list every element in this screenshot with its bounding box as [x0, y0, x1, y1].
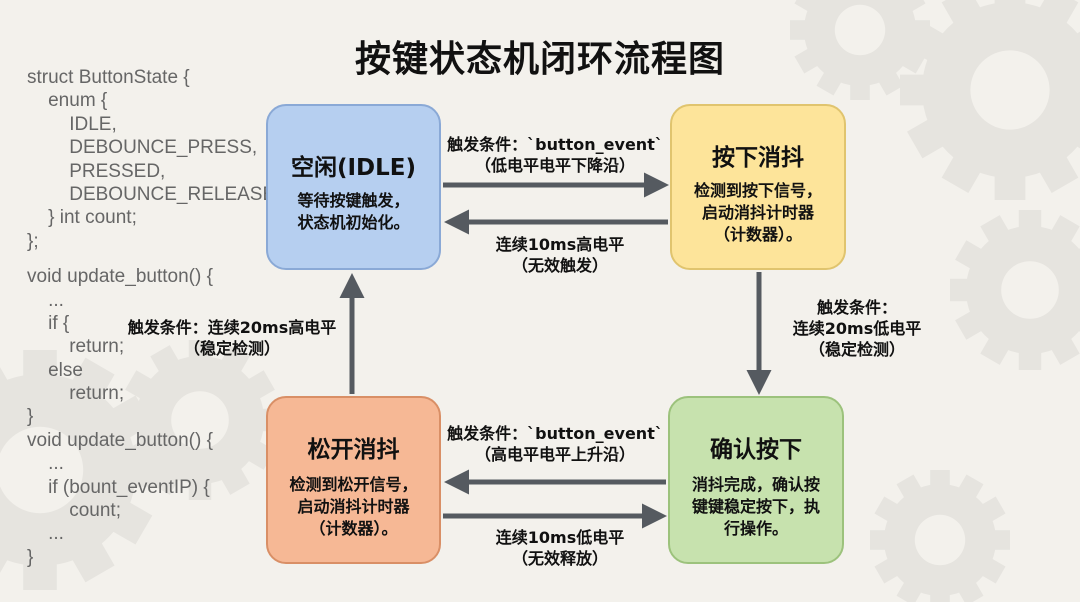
code-line: count;: [27, 500, 121, 522]
state-node-pressed: 确认按下 消抖完成，确认按 键键稳定按下，执 行操作。: [668, 396, 844, 564]
code-line: ...: [27, 523, 64, 545]
state-desc-debounce-press: 检测到按下信号， 启动消抖计时器 （计数器）。: [693, 181, 822, 244]
edge-label-press-to-idle: 连续10ms高电平 （无效触发）: [495, 235, 625, 275]
code-line: } int count;: [27, 207, 137, 229]
code-line: return;: [27, 336, 125, 358]
edge-label-release-to-confirm: 连续10ms低电平 （无效释放）: [495, 528, 625, 568]
code-line: ...: [27, 289, 64, 311]
code-line: void update_button() {: [27, 429, 213, 451]
edge-label-release-to-idle: 触发条件：连续20ms高电平 （稳定检测）: [127, 318, 337, 358]
state-node-debounce-press: 按下消抖 检测到按下信号， 启动消抖计时器 （计数器）。: [670, 104, 846, 270]
edge-label-idle-to-press: 触发条件：`button_event` （低电平电平下降沿）: [447, 135, 663, 175]
code-line: if {: [27, 312, 70, 334]
state-node-idle: 空闲(IDLE) 等待按键触发， 状态机初始化。: [266, 104, 441, 270]
state-title-debounce-release: 松开消抖: [307, 437, 400, 463]
code-line: PRESSED,: [27, 160, 166, 182]
code-line: DEBOUNCE_PRESS,: [27, 137, 258, 159]
state-title-debounce-press: 按下消抖: [712, 145, 804, 171]
code-snippet: struct ButtonState { enum { IDLE, DEBOUN…: [27, 66, 275, 569]
code-line: }: [27, 546, 34, 568]
code-line: }: [27, 406, 34, 428]
code-line: DEBOUNCE_RELEASE: [27, 183, 276, 205]
state-node-debounce-release: 松开消抖 检测到松开信号， 启动消抖计时器 （计数器）。: [266, 396, 441, 564]
edge-label-confirm-to-release: 触发条件：`button_event` （高电平电平上升沿）: [447, 424, 663, 464]
state-title-idle: 空闲(IDLE): [290, 155, 417, 181]
code-line: void update_button() {: [27, 266, 213, 288]
code-line: };: [27, 230, 39, 252]
code-line: IDLE,: [27, 113, 117, 135]
code-line: else: [27, 359, 83, 381]
edge-label-press-to-confirm: 触发条件： 连续20ms低电平 （稳定检测）: [792, 298, 922, 359]
code-line: enum {: [27, 90, 108, 112]
state-desc-idle: 等待按键触发， 状态机初始化。: [297, 191, 410, 232]
code-line: return;: [27, 383, 125, 405]
state-desc-pressed: 消抖完成，确认按 键键稳定按下，执 行操作。: [691, 475, 820, 538]
code-line: ...: [27, 453, 64, 475]
state-desc-debounce-release: 检测到松开信号， 启动消抖计时器 （计数器）。: [289, 475, 418, 538]
code-line: if (bount_eventIP) {: [27, 476, 210, 498]
code-line: struct ButtonState {: [27, 67, 190, 88]
state-title-pressed: 确认按下: [710, 437, 802, 463]
page-title: 按键状态机闭环流程图: [354, 39, 725, 80]
